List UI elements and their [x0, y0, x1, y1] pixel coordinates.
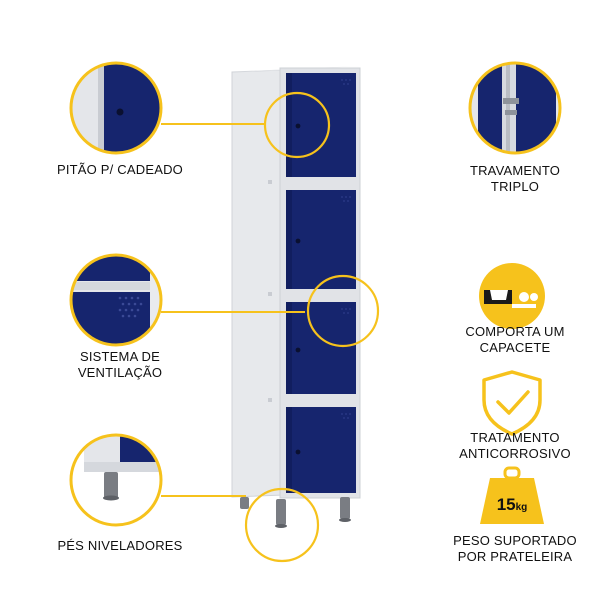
label-anticorrosive-line2: ANTICORROSIVO — [459, 446, 571, 461]
weight-number: 15 — [496, 495, 516, 514]
label-anticorrosive-line1: TRATAMENTO — [470, 430, 560, 445]
label-ventilation-line2: VENTILAÇÃO — [77, 365, 163, 380]
shield-check-icon — [482, 370, 542, 436]
zoom-triple-lock-detail — [468, 61, 562, 155]
ventilation-holes — [341, 79, 351, 419]
zoom-feet-detail — [69, 433, 163, 527]
label-weight-line1: PESO SUPORTADO — [453, 533, 577, 548]
locker-side-panel — [232, 70, 284, 497]
label-helmet: COMPORTA UM CAPACETE — [445, 324, 585, 356]
label-weight-per-shelf: PESO SUPORTADO POR PRATELEIRA — [440, 533, 590, 565]
label-weight-line2: POR PRATELEIRA — [457, 549, 573, 564]
weight-unit: kg — [515, 502, 528, 513]
label-triple-lock-line2: TRIPLO — [490, 179, 540, 194]
zoom-ventilation-detail — [69, 253, 163, 347]
weight-icon-value: 15kg — [480, 495, 544, 518]
helmet-icon — [479, 263, 545, 329]
locker-door-4 — [286, 407, 356, 493]
label-leveling-feet: PÉS NIVELADORES — [57, 538, 183, 553]
weight-icon — [480, 466, 544, 524]
callout-circle-vent — [306, 274, 380, 348]
label-ventilation-line1: SISTEMA DE — [79, 349, 161, 364]
label-triple-lock-line1: TRAVAMENTO — [469, 163, 561, 178]
label-padlock-hasp: PITÃO P/ CADEADO — [56, 162, 183, 177]
label-ventilation-system: SISTEMA DE VENTILAÇÃO — [55, 349, 185, 381]
label-anticorrosive: TRATAMENTO ANTICORROSIVO — [440, 430, 590, 462]
locker — [231, 66, 362, 528]
padlock-hasp — [295, 123, 301, 129]
label-helmet-line2: CAPACETE — [479, 340, 551, 355]
callout-circle-feet — [244, 487, 320, 563]
label-helmet-line1: COMPORTA UM — [465, 324, 565, 339]
leveling-feet — [240, 497, 350, 525]
locker-door-3 — [286, 302, 356, 394]
callout-circle-padlock — [263, 91, 331, 159]
label-triple-lock: TRAVAMENTO TRIPLO — [445, 163, 585, 195]
zoom-padlock-detail — [69, 61, 163, 155]
